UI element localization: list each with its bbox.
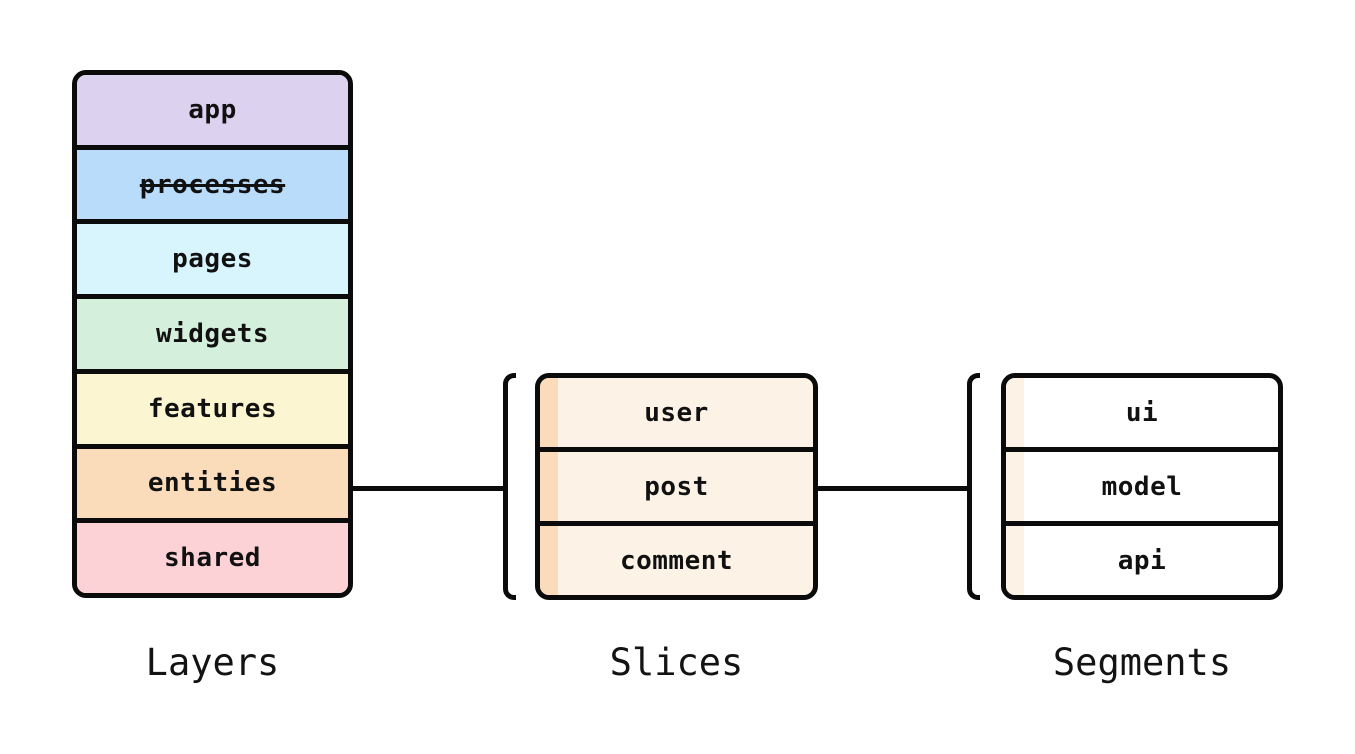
- segment-row-api: api: [1006, 521, 1278, 595]
- layers-caption: Layers: [145, 641, 280, 684]
- layer-label-widgets: widgets: [155, 319, 270, 350]
- layer-label-app: app: [188, 94, 237, 125]
- slice-row-user: user: [540, 378, 813, 447]
- layer-label-shared: shared: [164, 543, 261, 574]
- connector-slices-segments: [818, 486, 967, 491]
- layer-label-features: features: [147, 393, 278, 424]
- slice-row-post: post: [540, 447, 813, 521]
- slice-label-post: post: [644, 471, 709, 502]
- segment-label-api: api: [1117, 545, 1167, 576]
- layer-row-widgets: widgets: [77, 294, 348, 369]
- connector-layers-slices: [353, 486, 503, 491]
- segments-box: ui model api: [1001, 373, 1283, 600]
- segment-label-model: model: [1101, 471, 1183, 502]
- layers-stack: app processes pages widgets features ent…: [72, 70, 353, 598]
- layer-row-pages: pages: [77, 219, 348, 295]
- slice-label-comment: comment: [619, 545, 734, 576]
- slice-label-user: user: [644, 397, 709, 428]
- slices-stripe: [540, 378, 558, 595]
- layer-label-pages: pages: [172, 244, 253, 275]
- layer-row-processes: processes: [77, 144, 348, 220]
- segment-row-model: model: [1006, 447, 1278, 521]
- slices-bracket: [503, 373, 516, 600]
- layer-row-app: app: [77, 75, 348, 145]
- segment-label-ui: ui: [1125, 397, 1159, 428]
- layer-label-entities: entities: [147, 468, 278, 499]
- layer-row-features: features: [77, 368, 348, 444]
- layer-label-processes: processes: [139, 169, 286, 200]
- slices-caption: Slices: [609, 641, 744, 684]
- layer-row-entities: entities: [77, 443, 348, 519]
- segment-row-ui: ui: [1006, 378, 1278, 447]
- slice-row-comment: comment: [540, 521, 813, 595]
- segments-stripe: [1006, 378, 1024, 595]
- segments-caption: Segments: [1052, 641, 1232, 684]
- segments-bracket: [967, 373, 980, 600]
- layer-row-shared: shared: [77, 518, 348, 593]
- slices-box: user post comment: [535, 373, 818, 600]
